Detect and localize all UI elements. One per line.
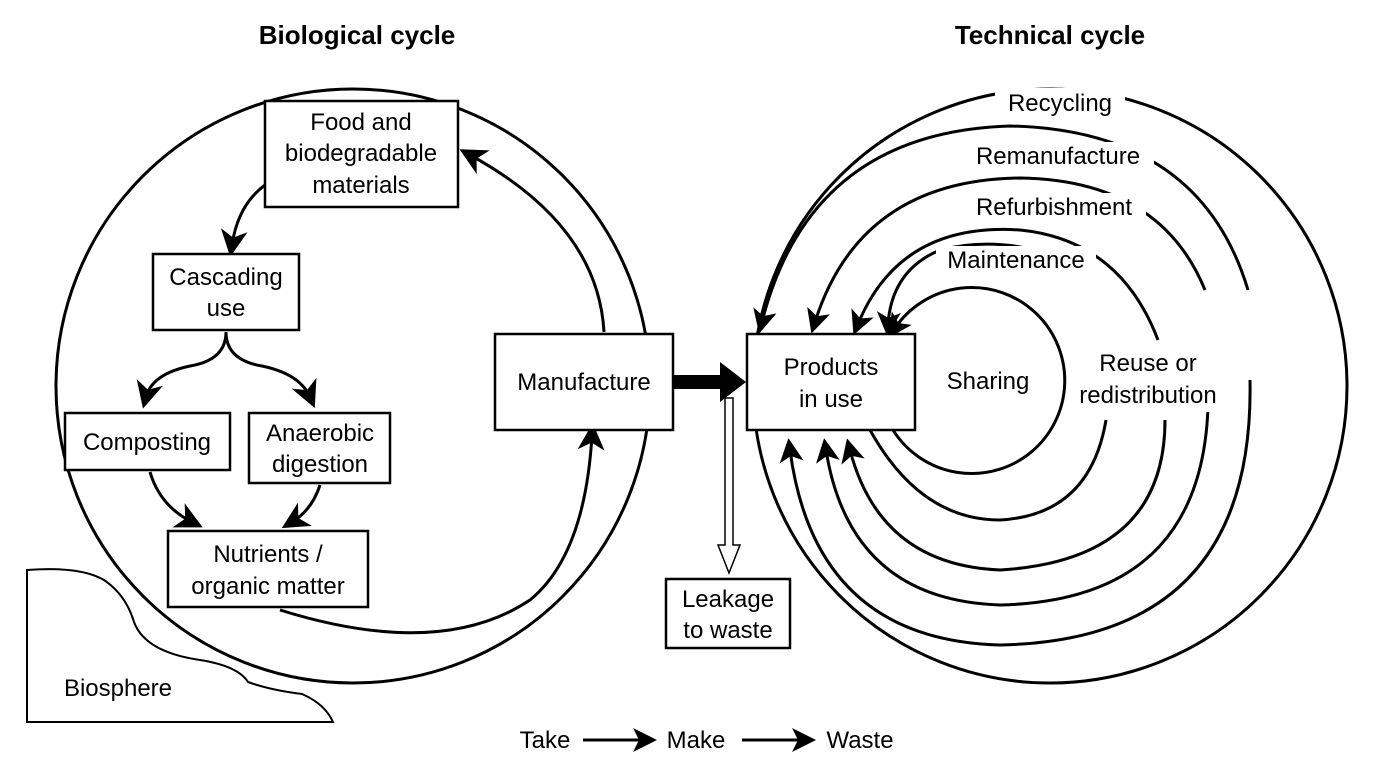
leakage-hollow-arrow xyxy=(716,397,742,576)
arrow-remanufacture-loop xyxy=(807,176,1207,334)
maintenance-label: Maintenance xyxy=(947,247,1084,274)
leakage-to-waste-box xyxy=(664,577,792,650)
leakage-label-line1: Leakage xyxy=(682,586,774,613)
composting-label: Composting xyxy=(83,429,211,456)
arrow-anaerobic-to-nutrients xyxy=(281,484,322,529)
nutrients-label-line1: Nutrients / xyxy=(213,541,323,568)
legend-make: Make xyxy=(667,727,726,754)
anaerobic-digestion-box xyxy=(247,411,392,485)
food-label-line1: Food and xyxy=(310,109,411,136)
biological-cycle-title: Biological cycle xyxy=(259,20,456,50)
refurbishment-label: Refurbishment xyxy=(976,194,1132,221)
sharing-label: Sharing xyxy=(947,368,1030,395)
remanufacture-label-bg xyxy=(962,142,1154,172)
arrow-recycling-return xyxy=(779,379,1252,647)
arrow-cascading-to-anaerobic xyxy=(224,331,317,409)
biosphere-shape xyxy=(26,568,335,723)
anaerobic-label-line1: Anaerobic xyxy=(266,420,374,447)
leakage-label-line2: to waste xyxy=(683,617,772,644)
arrow-food-to-cascading xyxy=(220,183,266,257)
recycling-label: Recycling xyxy=(1008,90,1112,117)
reuse-label-line2: redistribution xyxy=(1079,382,1216,409)
arrow-refurbishment-loop xyxy=(851,227,1160,341)
technical-cycle-title: Technical cycle xyxy=(955,20,1145,50)
composting-box xyxy=(63,411,232,472)
arrow-nutrients-to-manufacture xyxy=(279,423,605,635)
biosphere-label: Biosphere xyxy=(64,675,172,702)
arrow-composting-to-nutrients xyxy=(148,471,203,528)
food-biodegradable-box xyxy=(263,99,460,209)
products-label-line2: in use xyxy=(799,386,863,413)
legend-take: Take xyxy=(520,727,571,754)
arrow-refurbishment-return xyxy=(841,419,1167,572)
manufacture-to-products-arrowhead xyxy=(720,362,746,402)
arrow-recycling-loop xyxy=(753,124,1250,334)
reuse-label-bg xyxy=(1070,348,1230,412)
nutrients-label-line2: organic matter xyxy=(191,573,344,600)
arrow-manufacture-to-food xyxy=(459,149,606,333)
food-label-line2: biodegradable xyxy=(285,140,437,167)
food-label-line3: materials xyxy=(312,172,409,199)
arrow-cascading-to-composting xyxy=(136,331,228,409)
reuse-label-line1: Reuse or xyxy=(1099,350,1196,377)
cascading-label-line1: Cascading xyxy=(169,264,282,291)
products-label-line1: Products xyxy=(784,354,879,381)
cascading-use-box xyxy=(151,252,301,332)
cascading-label-line2: use xyxy=(207,295,246,322)
nutrients-organic-matter-box xyxy=(166,529,370,609)
maintenance-loop-lower xyxy=(868,419,1108,522)
refurbishment-label-bg xyxy=(962,193,1146,223)
products-in-use-box xyxy=(745,332,917,432)
manufacture-label: Manufacture xyxy=(517,369,650,396)
legend-waste: Waste xyxy=(826,727,893,754)
manufacture-to-products-shaft xyxy=(673,375,723,389)
arrow-sharing-loop xyxy=(888,286,1067,476)
arrow-remanufacture-return xyxy=(816,379,1210,607)
manufacture-box xyxy=(493,332,675,432)
recycling-label-bg xyxy=(995,88,1125,118)
anaerobic-label-line2: digestion xyxy=(272,451,368,478)
remanufacture-label: Remanufacture xyxy=(976,143,1140,170)
maintenance-label-bg xyxy=(936,246,1096,276)
